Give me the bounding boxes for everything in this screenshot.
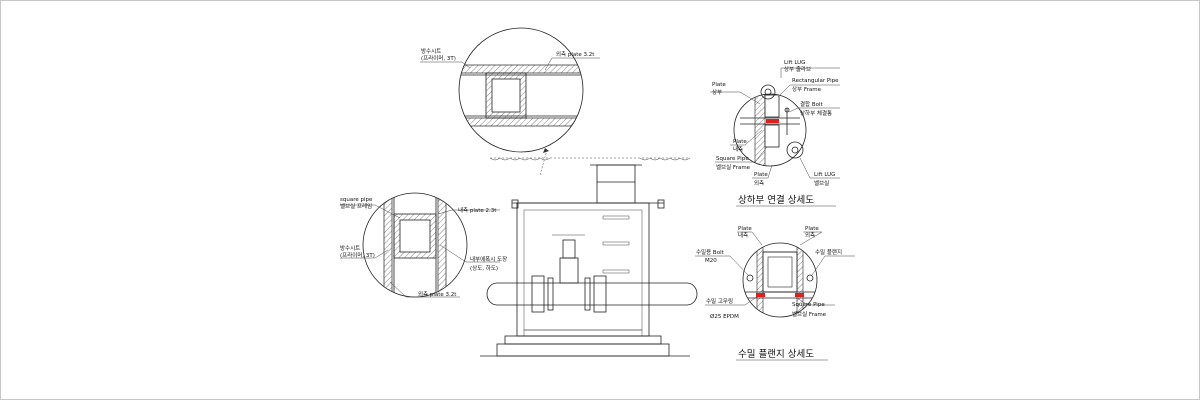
label-waterproof-sheet-top: 방수시트 <box>421 47 441 55</box>
label-plate-outer-sub-ur: 외측 <box>754 179 764 187</box>
watertight-flange-detail: Plate 내측 Plate 외측 수밀용 Bolt M20 수밀 플랜지 수밀… <box>695 226 855 361</box>
top-section-detail: 방수시트 (프라이머, 3T) 외측 plate 3.2t <box>420 27 600 153</box>
label-waterproof-sheet-left: 방수시트 <box>340 244 360 252</box>
label-rect-pipe-sub: 상부 Frame <box>792 85 822 93</box>
label-plate-top-sub: 상부 <box>712 88 722 96</box>
label-outer-plate-left: 외측 plate 3.2t <box>418 290 457 298</box>
label-plate-inner-sub-lr: 내측 <box>738 231 748 239</box>
valve-chamber-main <box>480 148 698 357</box>
label-inner-coating-sub-left: (상도, 하도) <box>470 264 498 272</box>
label-inner-coating-left: 내부에폭시 도장 <box>470 255 507 263</box>
detail-circle-top <box>458 27 584 153</box>
label-plate-outer-ur: Plate <box>754 172 768 178</box>
detail-circle-lower-right <box>742 242 818 318</box>
label-square-pipe-lr: Square Pipe <box>792 302 825 308</box>
label-bolt-sub: 상하부 체결통 <box>800 109 832 117</box>
label-square-pipe-sub-left: 벨브실 프레임 <box>340 202 372 210</box>
label-bolt-sub-lr: M20 <box>705 258 717 264</box>
label-square-pipe-left: square pipe <box>340 197 373 203</box>
label-waterproof-sheet-sub-top: (프라이머, 3T) <box>421 54 456 62</box>
label-square-pipe-sub-lr: 벨브실 Frame <box>792 310 827 318</box>
label-bolt: 결합 Bolt <box>800 100 824 108</box>
label-outer-plate-top: 외측 plate 3.2t <box>556 50 595 58</box>
label-plate-outer-sub-lr: 외측 <box>805 231 815 239</box>
caption-upper-right: 상하부 연결 상세도 <box>738 194 814 206</box>
label-plate-inner-ur: Plate <box>733 139 747 145</box>
label-gasket-lr: 수밀 고무링 <box>706 297 733 305</box>
label-lift-lug-bottom-sub: 벨브실 <box>814 179 829 187</box>
label-plate-inner-lr: Plate <box>738 226 752 232</box>
label-bolt-lr: 수밀용 Bolt <box>696 248 725 256</box>
label-lift-lug-bottom: Lift LUG <box>814 172 835 178</box>
label-plate-top: Plate <box>712 82 726 88</box>
label-waterproof-sheet-sub-left: (프라이머, 3T) <box>340 251 375 259</box>
label-inner-plate-left: 내측 plate 2.3t <box>458 206 497 214</box>
label-lift-lug-top-sub: 상부 줄라브 <box>784 65 811 73</box>
label-square-pipe-ur: Square Pipe <box>716 156 749 162</box>
upper-lower-connection-detail: Lift LUG 상부 줄라브 Plate 상부 Rectangular Pip… <box>710 60 840 207</box>
caption-lower-right: 수밀 플랜지 상세도 <box>738 348 814 360</box>
label-gasket-sub-lr: Ø25 EPDM <box>710 313 739 320</box>
left-section-detail: square pipe 벨브실 프레임 방수시트 (프라이머, 3T) 내측 p… <box>340 192 507 298</box>
label-square-pipe-sub-ur: 벨브실 Frame <box>716 163 751 171</box>
label-lift-lug-top: Lift LUG <box>784 60 805 66</box>
label-rect-pipe: Rectangular Pipe <box>792 78 839 84</box>
label-plate-outer-lr: Plate <box>805 226 819 232</box>
label-plate-inner-sub-ur: 내측 <box>733 145 743 153</box>
label-flange-lr: 수밀 플랜지 <box>815 248 842 256</box>
